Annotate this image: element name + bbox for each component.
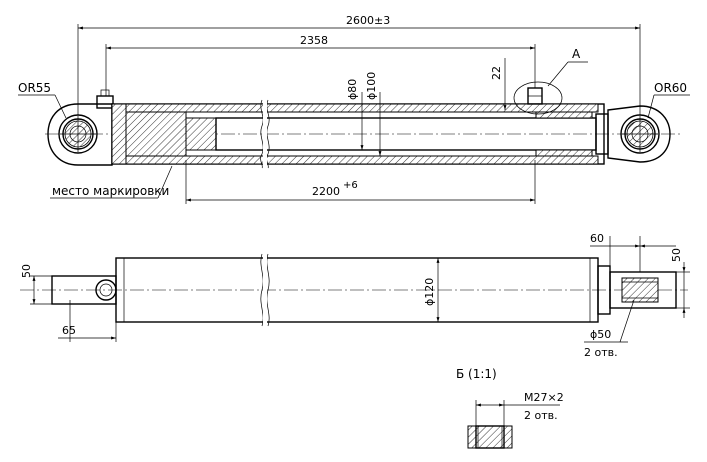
dim-right-eye: 50 [670, 248, 690, 318]
dim-22: 22 [490, 58, 528, 113]
left-eye [47, 103, 113, 166]
dim-bore-text: ϕ100 [365, 72, 378, 100]
barrel-section [111, 99, 605, 169]
dim-left-eye-text: 50 [20, 264, 33, 278]
radius-labels: OR55 OR60 [18, 81, 690, 119]
dim-rod-text: ϕ80 [346, 79, 359, 100]
detail-a-leader: А [547, 47, 588, 87]
dim-hole-dia-text: ϕ50 [590, 328, 611, 341]
grease-fitting-left [96, 89, 114, 109]
dim-hole-count-text: 2 отв. [584, 346, 618, 359]
dim-left-eye: 50 [20, 264, 60, 305]
dim-stroke-tol: +6 [343, 180, 358, 191]
detail-b-count: 2 отв. [524, 409, 558, 422]
dim-diameters: ϕ80 ϕ100 [346, 72, 382, 156]
dim-left-offset-text: 65 [62, 324, 76, 337]
radius-left-text: OR55 [18, 81, 51, 95]
right-eye [595, 105, 671, 163]
dim-overall-text: 2600±3 [346, 14, 390, 27]
marking-place: место маркировки [50, 165, 173, 199]
dim-right-eye-text: 50 [670, 248, 683, 262]
hole-leader: ϕ50 2 отв. [584, 299, 635, 359]
detail-b: Б (1:1) M27×2 2 отв. [456, 367, 564, 449]
dim-2358: 2358 [105, 34, 536, 96]
dim-stroke-text: 2200 [312, 185, 340, 198]
detail-b-thread: M27×2 [524, 391, 564, 404]
dim-barrel: ϕ120 [423, 258, 440, 322]
marking-label: место маркировки [52, 184, 169, 198]
dim-22-text: 22 [490, 66, 503, 80]
dim-left-offset: 65 [58, 300, 117, 342]
top-section-view: 2600±3 2358 22 А ϕ80 ϕ100 [18, 14, 690, 204]
side-view: 50 65 ϕ120 60 50 [20, 232, 690, 359]
detail-b-title: Б (1:1) [456, 367, 497, 381]
dim-right-length-text: 60 [590, 232, 604, 245]
dim-stroke: 2200 +6 [185, 160, 536, 204]
radius-right-text: OR60 [654, 81, 687, 95]
dim-right-length: 60 [590, 232, 676, 272]
detail-a-label: А [572, 47, 581, 61]
dim-barrel-text: ϕ120 [423, 278, 436, 306]
dim-2358-text: 2358 [300, 34, 328, 47]
dim-overall: 2600±3 [77, 14, 641, 115]
